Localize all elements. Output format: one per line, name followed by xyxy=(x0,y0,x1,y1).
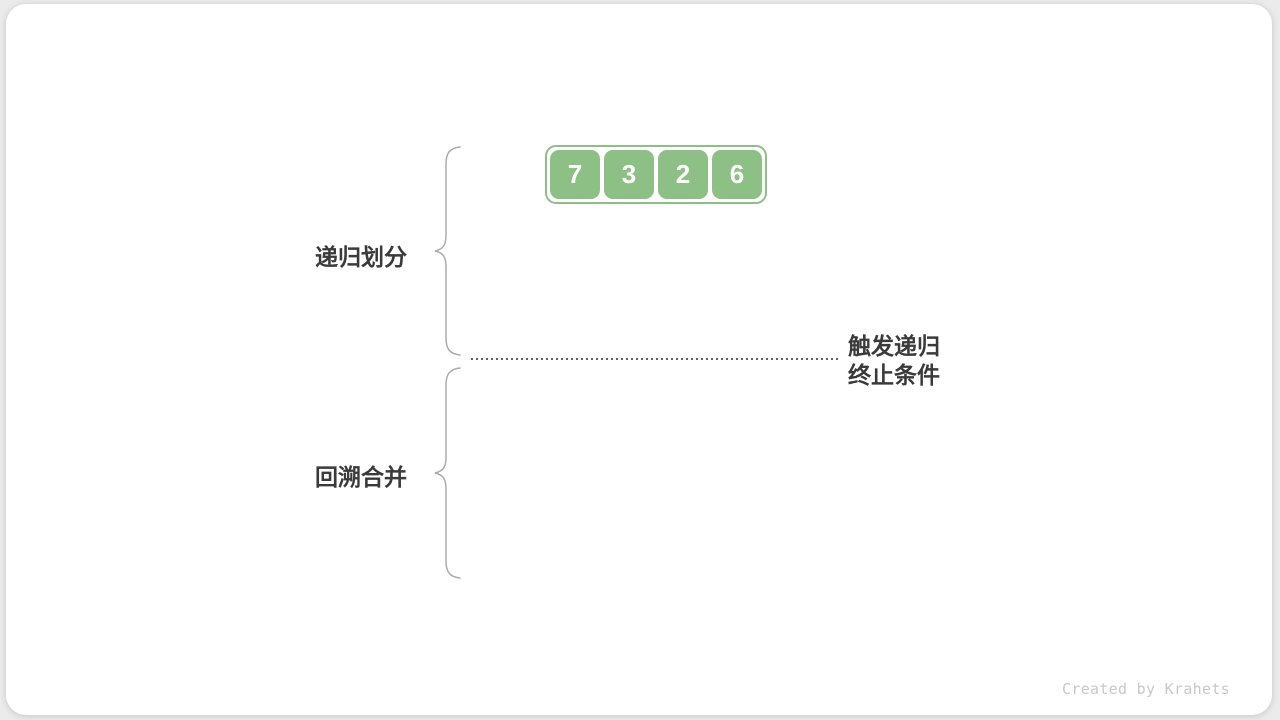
termination-annotation: 触发递归 终止条件 xyxy=(848,332,940,390)
array-cell: 6 xyxy=(712,150,762,199)
termination-divider-line xyxy=(471,358,838,360)
array-cell: 3 xyxy=(604,150,654,199)
brace-backtrack-merge xyxy=(434,367,461,579)
watermark: Created by Krahets xyxy=(1062,680,1230,698)
array-container: 7 3 2 6 xyxy=(545,145,767,204)
canvas-card: 7 3 2 6 递归划分 回溯合并 触发递归 终止条件 Created by K… xyxy=(6,4,1272,715)
array-cell: 7 xyxy=(550,150,600,199)
label-backtrack-merge: 回溯合并 xyxy=(315,464,407,490)
label-recursive-divide: 递归划分 xyxy=(315,244,407,270)
array-cell: 2 xyxy=(658,150,708,199)
termination-annotation-line2: 终止条件 xyxy=(848,362,940,388)
brace-recursive-divide xyxy=(434,146,461,356)
termination-annotation-line1: 触发递归 xyxy=(848,333,940,359)
